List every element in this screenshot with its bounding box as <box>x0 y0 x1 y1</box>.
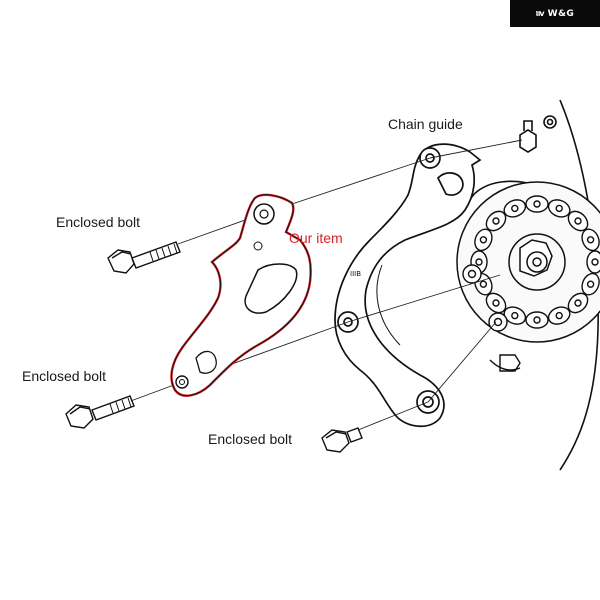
chain-pin <box>574 217 582 225</box>
enclosed-bolt-label-top: Enclosed bolt <box>56 214 141 230</box>
chain-pin <box>492 299 500 307</box>
chain-pin <box>574 299 582 307</box>
chain-pin <box>533 316 541 324</box>
chain-pin <box>511 311 519 320</box>
brand-logo: ʬv W&G <box>510 0 600 27</box>
our-item-label: Our item <box>289 230 343 246</box>
chain-pin <box>591 258 599 266</box>
chain-pin <box>555 204 563 213</box>
chain-guide-label: Chain guide <box>388 116 463 132</box>
brand-mark-icon: ʬv <box>535 9 545 18</box>
chain-pin <box>586 236 595 244</box>
sprocket-guard-item <box>170 193 312 397</box>
bolt-top-icon <box>107 241 181 274</box>
chain-pin <box>475 258 483 266</box>
chain-pin <box>511 204 519 213</box>
bolt-bottom-icon <box>321 427 363 453</box>
bolt-middle-icon <box>65 395 135 429</box>
brand-name: W&G <box>547 8 575 19</box>
chain-pin <box>479 280 488 288</box>
chain-pin <box>479 236 488 244</box>
engine-small-parts <box>462 264 521 372</box>
svg-text:IIIB: IIIB <box>350 270 361 278</box>
chain-guide-part: IIIB <box>334 143 482 428</box>
chain-pin <box>533 200 541 208</box>
chain-pin <box>555 311 563 320</box>
chain-pin <box>492 217 500 225</box>
chain-pin <box>586 280 595 288</box>
enclosed-bolt-label-bottom: Enclosed bolt <box>208 431 293 447</box>
enclosed-bolt-label-middle: Enclosed bolt <box>22 368 107 384</box>
chain-links <box>470 195 600 329</box>
